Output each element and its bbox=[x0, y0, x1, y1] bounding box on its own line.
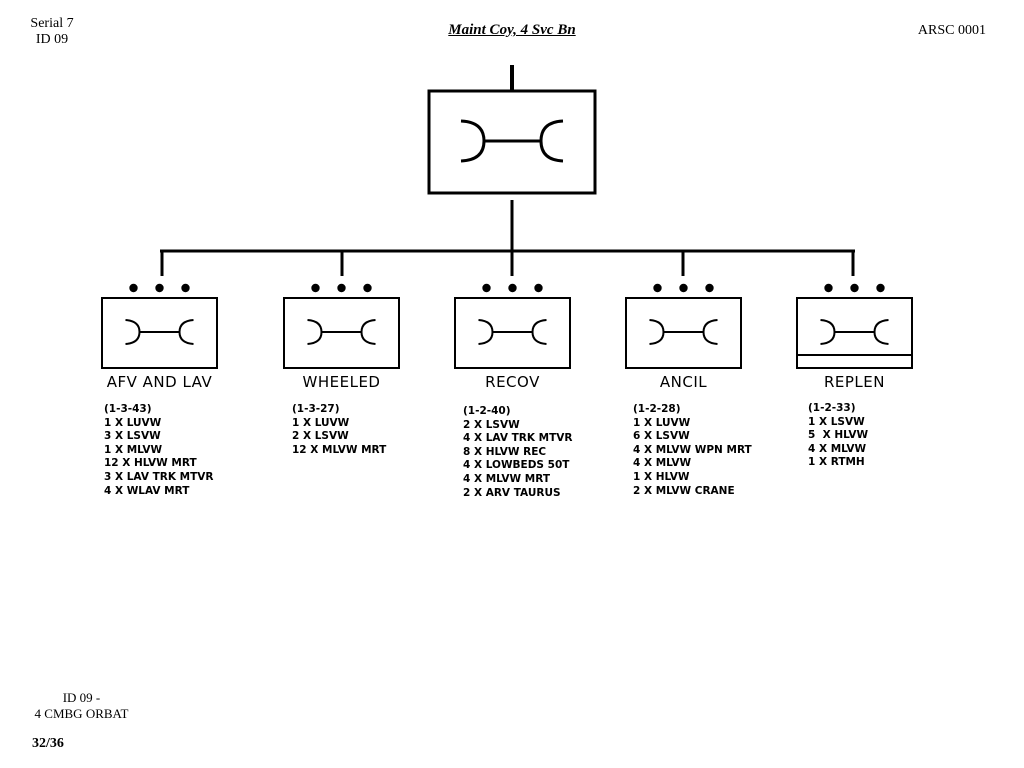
subunit-box bbox=[283, 297, 400, 369]
subunit-recov bbox=[454, 251, 571, 369]
equipment-item: 1 X HLVW bbox=[633, 470, 690, 483]
subunit-box bbox=[796, 297, 913, 369]
company-size-dot bbox=[337, 283, 346, 293]
equipment-item: 6 X LSVW bbox=[633, 430, 690, 443]
equipment-item: 1 X MLVW bbox=[104, 443, 163, 456]
serial-id: ID 09 bbox=[35, 32, 69, 47]
equipment-item: 5 X HLVW bbox=[808, 429, 869, 442]
equipment-item: 4 X LOWBEDS 50T bbox=[463, 459, 570, 472]
subunit-label: AFV AND LAV bbox=[106, 373, 213, 391]
company-size-dot bbox=[311, 283, 320, 293]
company-size-dot bbox=[482, 283, 491, 293]
equipment-item: 2 X MLVW CRANE bbox=[633, 484, 735, 497]
strength-figure: (1-3-43) bbox=[104, 403, 152, 415]
company-size-dot bbox=[679, 283, 688, 293]
equipment-item: 4 X MLVW WPN MRT bbox=[633, 443, 752, 456]
company-size-dot bbox=[363, 283, 372, 293]
subunit-replen bbox=[796, 251, 913, 369]
subunit-label: ANCIL bbox=[659, 373, 708, 391]
equipment-item: 4 X MLVW bbox=[808, 442, 867, 455]
subunit-ancil bbox=[625, 251, 742, 369]
subunit-wheeled bbox=[283, 251, 400, 369]
strength-figure: (1-2-33) bbox=[808, 402, 856, 414]
company-size-dot bbox=[876, 283, 885, 293]
serial-number: Serial 7 bbox=[30, 16, 74, 31]
maintenance-icon bbox=[820, 319, 889, 345]
maintenance-icon bbox=[125, 319, 194, 345]
subunit-label: RECOV bbox=[485, 373, 540, 391]
maintenance-icon bbox=[478, 319, 547, 345]
company-size-dot bbox=[705, 283, 714, 293]
equipment-item: 4 X WLAV MRT bbox=[104, 484, 190, 497]
hq-unit-box bbox=[427, 89, 597, 195]
equipment-item: 8 X HLVW REC bbox=[463, 445, 547, 458]
equipment-item: 12 X HLVW MRT bbox=[104, 457, 197, 470]
maintenance-icon bbox=[307, 319, 376, 345]
equipment-item: 1 X RTMH bbox=[808, 456, 865, 469]
reference-code: ARSC 0001 bbox=[917, 23, 986, 38]
company-size-dot bbox=[850, 283, 859, 293]
company-size-dot bbox=[653, 283, 662, 293]
subunit-label: WHEELED bbox=[302, 373, 381, 391]
serial-block: Serial 7 ID 09 bbox=[14, 16, 90, 48]
subunit-afv-and-lav bbox=[101, 251, 218, 369]
company-size-dot bbox=[181, 283, 190, 293]
footer-id: ID 09 - bbox=[62, 690, 101, 705]
subunit-label: REPLEN bbox=[823, 373, 885, 391]
equipment-item: 1 X LUVW bbox=[633, 416, 691, 429]
company-size-dot bbox=[155, 283, 164, 293]
subunit-box bbox=[625, 297, 742, 369]
equipment-item: 2 X ARV TAURUS bbox=[463, 486, 561, 499]
company-size-dot bbox=[824, 283, 833, 293]
equipment-item: 4 X LAV TRK MTVR bbox=[463, 432, 573, 445]
equipment-item: 1 X LSVW bbox=[808, 415, 865, 428]
equipment-item: 3 X LAV TRK MTVR bbox=[104, 470, 214, 483]
equipment-item: 1 X LUVW bbox=[292, 416, 350, 429]
strength-figure: (1-2-40) bbox=[463, 405, 511, 417]
company-size-dot bbox=[534, 283, 543, 293]
equipment-item: 4 X MLVW MRT bbox=[463, 472, 550, 485]
company-size-dot bbox=[508, 283, 517, 293]
subunit-layer bbox=[101, 251, 913, 369]
strength-figure: (1-3-27) bbox=[292, 403, 340, 415]
hq-maintenance-icon bbox=[460, 119, 564, 163]
strength-figure: (1-2-28) bbox=[633, 403, 681, 415]
equipment-item: 12 X MLVW MRT bbox=[292, 443, 387, 456]
maintenance-icon bbox=[649, 319, 718, 345]
equipment-item: 1 X LUVW bbox=[104, 416, 162, 429]
company-size-dot bbox=[129, 283, 138, 293]
subunit-box bbox=[454, 297, 571, 369]
equipment-item: 2 X LSVW bbox=[463, 418, 520, 431]
equipment-item: 2 X LSVW bbox=[292, 430, 349, 443]
subunit-box bbox=[101, 297, 218, 369]
page-number: 32/36 bbox=[32, 736, 64, 751]
equipment-item: 3 X LSVW bbox=[104, 430, 161, 443]
footer-orbat: 4 CMBG ORBAT bbox=[34, 706, 129, 721]
page-title: Maint Coy, 4 Svc Bn bbox=[448, 22, 576, 38]
equipment-item: 4 X MLVW bbox=[633, 457, 692, 470]
